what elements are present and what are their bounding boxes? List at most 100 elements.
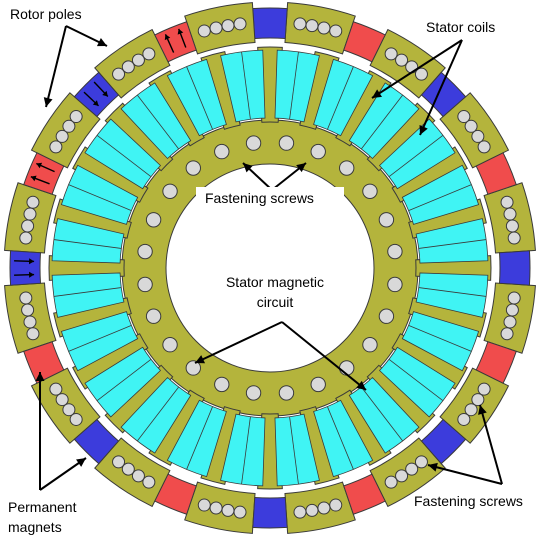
rotor-screw [121, 462, 135, 476]
stator-magnetic-circuit [48, 46, 492, 490]
stator-screw [214, 376, 230, 393]
stator-coil [220, 49, 266, 123]
coil-divider [136, 386, 180, 442]
coil-divider [241, 51, 251, 120]
stator-coil [51, 272, 125, 318]
rotor-screw [233, 505, 247, 519]
rotor-screw [221, 19, 235, 33]
stator-tooth [366, 102, 436, 172]
stator-coil [120, 82, 192, 160]
rotor-screw [395, 469, 409, 483]
permanent-magnet [23, 341, 65, 384]
permanent-magnet [154, 21, 197, 63]
arrow-stator-coils-2 [419, 39, 463, 136]
label-stator-magnetic-line2: circuit [257, 294, 294, 310]
coil-divider [408, 325, 472, 352]
arrow-fastening-screws-outer-1 [479, 404, 503, 485]
rotor-screw [21, 219, 35, 233]
coil-divider [186, 406, 213, 470]
stator-coil [120, 376, 192, 454]
stator-coil [274, 413, 320, 487]
magnetization-arrowhead [29, 271, 35, 278]
label-bg-fastening-inner [196, 187, 344, 207]
permanent-magnet [73, 71, 120, 118]
coil-divider [418, 287, 487, 297]
stator-bore [165, 163, 375, 373]
arrow-fastening-screws-outer-2 [427, 464, 503, 485]
stator-coil [220, 413, 266, 487]
rotor-screw [305, 503, 319, 517]
stator-coil [401, 311, 480, 372]
annotation-arrowhead [419, 124, 428, 135]
coil-divider [289, 416, 299, 485]
stator-tooth [148, 70, 205, 147]
stator-tooth [200, 406, 241, 485]
rotor-screw [471, 393, 485, 407]
rotor-screw [209, 21, 223, 35]
permanent-magnet [420, 418, 467, 465]
rotor-screw [49, 382, 63, 396]
rotor-screw [329, 498, 343, 512]
fastening-screws-group [19, 17, 521, 519]
permanent-magnet [23, 152, 65, 195]
coil-divider [186, 66, 213, 130]
rotor-screw [131, 53, 145, 67]
rotor-screw [464, 119, 478, 133]
coil-divider [68, 325, 132, 352]
coil-divider [360, 386, 404, 442]
rotor-screw [317, 21, 331, 35]
magnetization-arrowhead [102, 90, 108, 97]
rotor-screw [384, 475, 398, 489]
stator-coil [84, 346, 162, 418]
stator-tooth [72, 333, 149, 390]
stator-screw [278, 135, 295, 151]
coil-divider [408, 184, 472, 211]
stator-tooth [72, 146, 149, 203]
magnetization-arrowhead [92, 100, 99, 106]
rotor-screw [384, 47, 398, 61]
stator-screw [245, 385, 262, 401]
permanent-magnet [9, 250, 42, 286]
stator-tooth [299, 51, 340, 130]
rotor-screw [500, 327, 514, 341]
rotor-screw [505, 303, 519, 317]
stator-tooth [408, 198, 487, 239]
rotor-screw [500, 195, 514, 209]
rotor-screw [477, 140, 491, 154]
permanent-magnet [343, 21, 386, 63]
stator-tooth [200, 51, 241, 130]
rotor-screw [464, 403, 478, 417]
rotor-screw [112, 455, 126, 469]
rotor-screw [197, 498, 211, 512]
permanent-magnet [475, 152, 517, 195]
stator-tooth [104, 364, 174, 434]
coil-divider [327, 66, 354, 130]
arrow-stator-magnetic-circuit-2 [281, 321, 367, 391]
rotor-screw [233, 17, 247, 31]
stator-screw [387, 243, 403, 260]
rotor-screw [507, 231, 521, 245]
annotation-arrowhead [296, 163, 306, 173]
stator-coil [415, 272, 489, 318]
rotor-screw [23, 207, 37, 221]
rotor-screw [209, 501, 223, 515]
stator-coil [348, 376, 420, 454]
magnetization-arrowhead [30, 175, 37, 182]
coil-divider [68, 184, 132, 211]
stator-screw [278, 385, 295, 401]
coil-divider [327, 406, 354, 470]
stator-tooth [299, 406, 340, 485]
stator-coil [348, 82, 420, 160]
rotor-screw [221, 503, 235, 517]
stator-screw [378, 212, 395, 228]
stator-coil [274, 49, 320, 123]
permanent-magnet [475, 341, 517, 384]
stator-screw [378, 308, 395, 324]
stator-tooth [53, 297, 132, 338]
rotor-screw [19, 231, 33, 245]
coil-divider [96, 134, 152, 178]
magnetization-arrowhead [29, 258, 35, 265]
label-rotor-poles: Rotor poles [10, 6, 82, 22]
stator-coils-group [51, 49, 489, 487]
